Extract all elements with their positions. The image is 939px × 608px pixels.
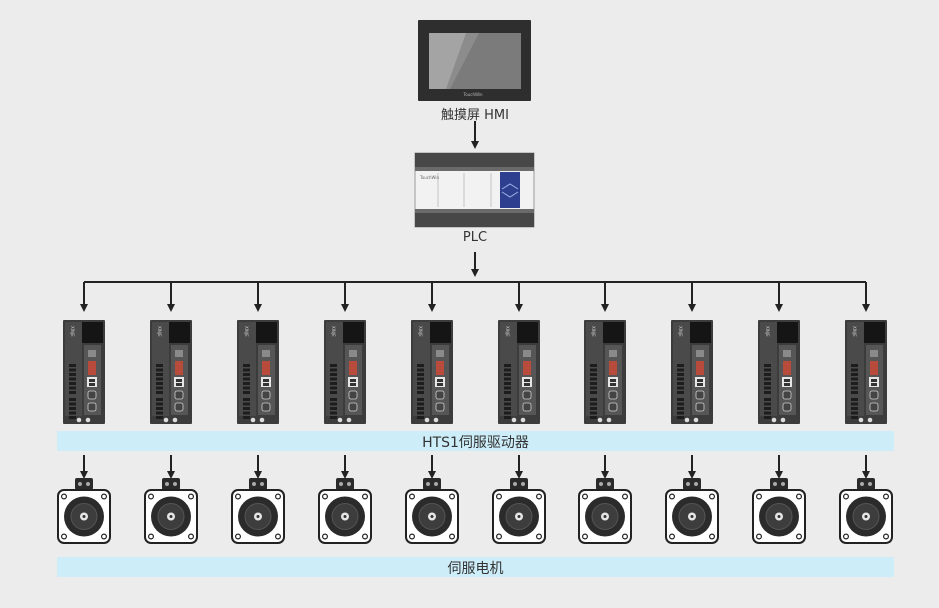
servo-drive: XINJE	[411, 320, 453, 424]
drive-side-text: XINJE	[70, 326, 75, 337]
servo-drive: XINJE	[845, 320, 887, 424]
drives-band: HTS1伺服驱动器	[57, 431, 894, 451]
hmi-device: TouchWin	[418, 20, 531, 101]
servo-motor	[839, 478, 893, 544]
servo-drive: XINJE	[324, 320, 366, 424]
servo-motor	[318, 478, 372, 544]
drive-side-text: XINJE	[418, 326, 423, 337]
drive-side-text: XINJE	[157, 326, 162, 337]
motors-band: 伺服电机	[57, 557, 894, 577]
servo-drive: XINJE	[584, 320, 626, 424]
bus-arrows	[80, 282, 870, 312]
drives-label: HTS1伺服驱动器	[422, 435, 529, 451]
drive-side-text: XINJE	[505, 326, 510, 337]
drive-side-text: XINJE	[678, 326, 683, 337]
motors-row	[57, 478, 893, 544]
drive-side-text: XINJE	[765, 326, 770, 337]
servo-motor	[57, 478, 111, 544]
servo-drive: XINJE	[150, 320, 192, 424]
servo-drive: XINJE	[63, 320, 105, 424]
plc-panel-text: TouchWin	[419, 175, 439, 180]
drive-side-text: XINJE	[331, 326, 336, 337]
hmi-label: 触摸屏 HMI	[441, 108, 509, 123]
servo-motor	[405, 478, 459, 544]
servo-motor	[665, 478, 719, 544]
drives-row: XINJE XINJE XINJE XINJE XINJE XINJE XINJE XINJE…	[63, 320, 887, 424]
drive-side-text: XINJE	[852, 326, 857, 337]
motors-label: 伺服电机	[447, 561, 504, 577]
servo-drive: XINJE	[237, 320, 279, 424]
servo-motor	[492, 478, 546, 544]
drive-side-text: XINJE	[244, 326, 249, 337]
servo-drive: XINJE	[498, 320, 540, 424]
servo-drive: XINJE	[758, 320, 800, 424]
servo-motor	[231, 478, 285, 544]
servo-motor	[578, 478, 632, 544]
servo-motor	[144, 478, 198, 544]
hmi-brand: TouchWin	[463, 92, 483, 97]
servo-motor	[752, 478, 806, 544]
drive-side-text: XINJE	[591, 326, 596, 337]
servo-drive: XINJE	[671, 320, 713, 424]
motor-arrows	[80, 455, 870, 479]
plc-device: TouchWin	[414, 152, 535, 228]
plc-label: PLC	[462, 230, 488, 245]
